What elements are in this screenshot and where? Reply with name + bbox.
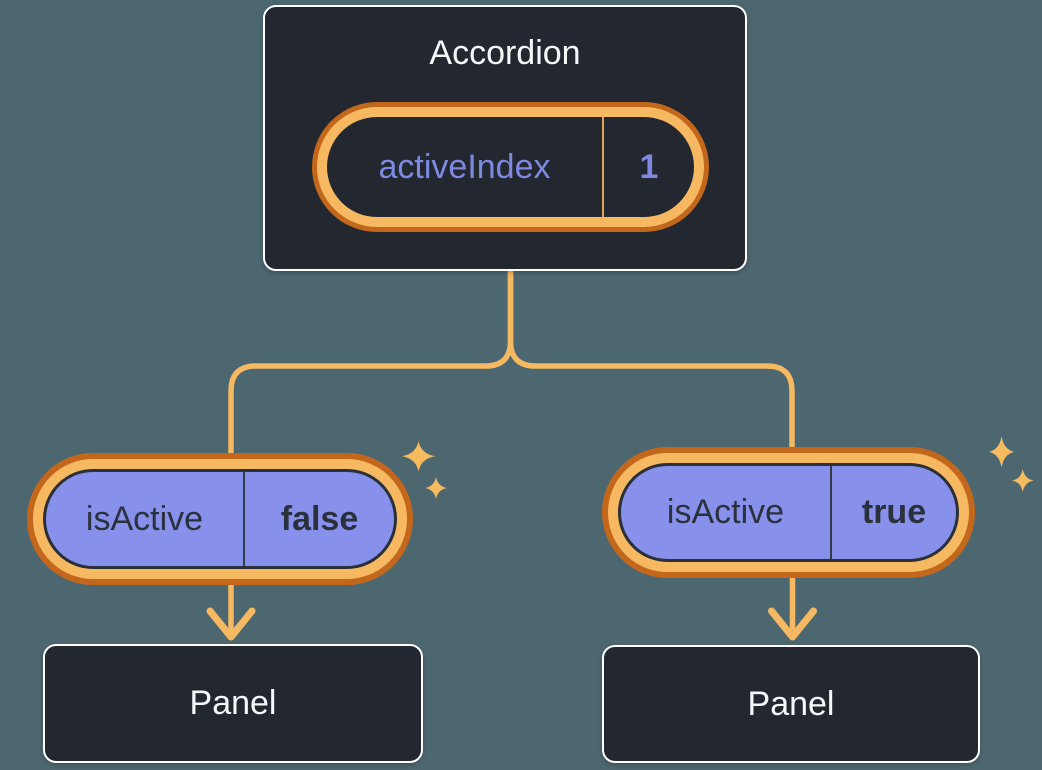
connector-right-branch <box>507 267 795 493</box>
sparkle-icon <box>425 477 448 500</box>
state-name-label: isActive <box>666 493 785 531</box>
panel-box-right: Panel <box>602 645 980 763</box>
arrow-right-head-icon <box>768 607 817 641</box>
state-value: 1 <box>602 117 694 217</box>
sparkle-icon <box>989 436 1015 468</box>
state-pill-body: isActive false <box>43 469 397 569</box>
is-active-state-pill-right: isActive true <box>602 447 975 578</box>
panel-title: Panel <box>189 684 277 722</box>
panel-title: Panel <box>747 684 835 723</box>
state-name-label: isActive <box>85 499 204 538</box>
state-name-label: activeIndex <box>378 147 551 186</box>
state-value: true <box>830 466 956 559</box>
state-pill-body: isActive true <box>618 463 959 562</box>
sparkle-icon <box>402 441 436 472</box>
is-active-state-pill-left: isActive false <box>27 453 413 585</box>
arrow-left-head-icon <box>206 607 256 641</box>
component-title: Accordion <box>429 34 581 72</box>
state-value: false <box>243 472 394 566</box>
state-pill-body: activeIndex 1 <box>327 117 694 217</box>
panel-box-left: Panel <box>43 644 423 763</box>
sparkle-icon <box>1012 469 1034 493</box>
active-index-state-pill: activeIndex 1 <box>312 102 709 232</box>
accordion-component-box: Accordion activeIndex 1 <box>263 5 747 271</box>
